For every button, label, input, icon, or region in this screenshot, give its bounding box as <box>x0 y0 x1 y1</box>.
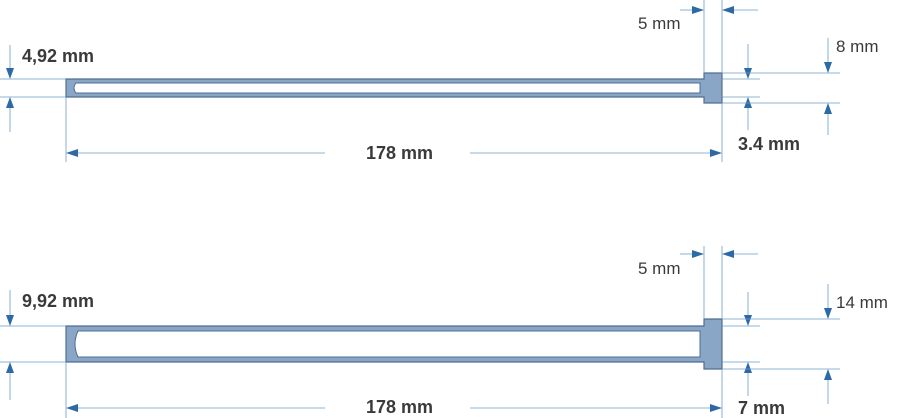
inner-height-label: 3.4 mm <box>738 134 800 154</box>
gap-dimension <box>0 290 66 400</box>
tip-width-label: 5 mm <box>638 259 681 278</box>
spatula-slot <box>74 330 701 358</box>
inner-height-dimension <box>722 292 760 396</box>
spatula-body <box>65 318 723 370</box>
outer-height-label: 14 mm <box>836 293 888 312</box>
outer-height-dimension <box>722 284 840 404</box>
gap-label: 9,92 mm <box>22 291 94 311</box>
inner-height-label: 7 mm <box>738 398 785 418</box>
outer-height-label: 8 mm <box>836 37 879 56</box>
tip-width-label: 5 mm <box>638 14 681 33</box>
length-label: 178 mm <box>366 397 433 417</box>
gap-dimension <box>0 45 66 132</box>
outer-height-dimension <box>722 38 840 135</box>
spatula-slot <box>73 82 701 94</box>
diagram-large: 9,92 mm 178 mm 5 mm <box>0 246 888 418</box>
gap-label: 4,92 mm <box>22 46 94 66</box>
length-dimension <box>65 97 723 162</box>
spatula-body <box>65 72 723 104</box>
length-dimension <box>65 362 723 418</box>
tip-width-dimension <box>680 0 758 73</box>
length-label: 178 mm <box>366 143 433 163</box>
tip-width-dimension <box>680 246 758 319</box>
diagram-small: 4,92 mm 178 mm 5 mm <box>0 0 879 163</box>
inner-height-dimension <box>722 44 760 130</box>
